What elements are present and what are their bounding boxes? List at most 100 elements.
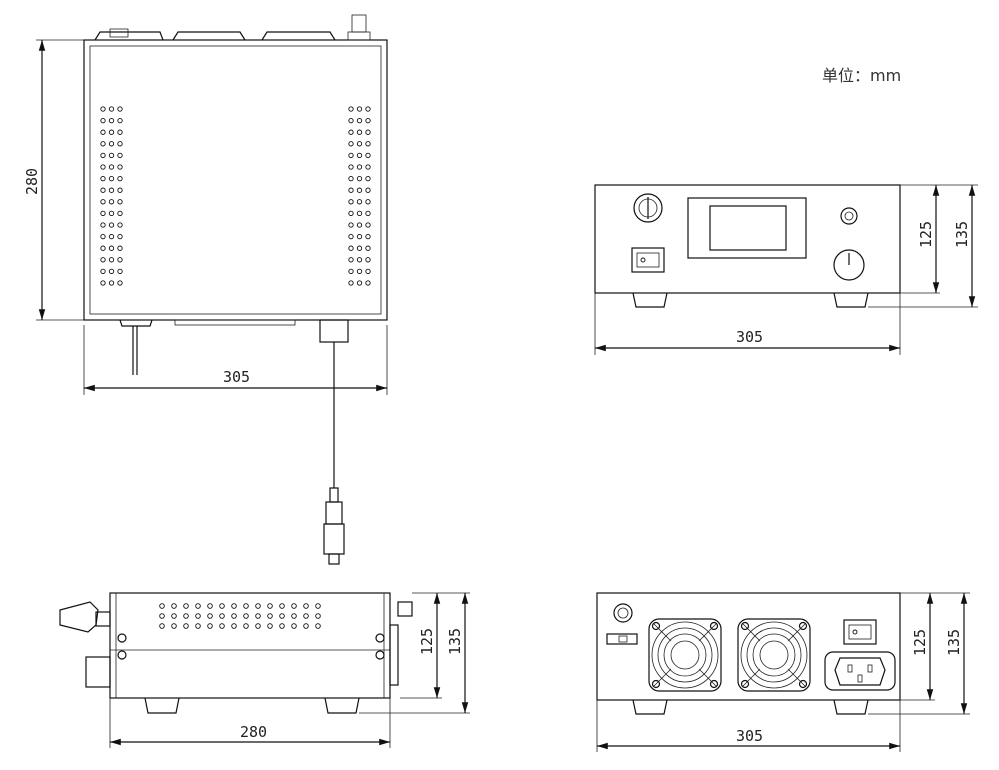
vent-hole (356, 257, 363, 263)
vent-hole (365, 152, 371, 159)
vent-hole (207, 623, 213, 629)
vent-hole (348, 187, 354, 193)
vent-hole (100, 257, 106, 263)
vent-hole (356, 245, 363, 251)
vent-hole (100, 268, 106, 275)
top-width-dim: 305 (223, 368, 250, 386)
vent-hole (365, 233, 371, 240)
vent-hole (183, 623, 189, 629)
vent-hole (108, 257, 115, 263)
fan-grille (648, 618, 722, 692)
vent-hole (348, 152, 354, 159)
vent-hole (348, 233, 354, 240)
side-depth-dim: 280 (240, 723, 267, 741)
vent-hole (108, 210, 115, 217)
vent-hole (117, 268, 123, 275)
vent-hole (108, 280, 115, 286)
vent-hole (207, 613, 213, 619)
vent-hole (171, 613, 177, 619)
vent-hole (356, 106, 363, 112)
vent-hole (365, 175, 371, 182)
vent-hole (100, 152, 106, 159)
vent-hole (365, 257, 371, 263)
vent-hole (291, 613, 297, 619)
vent-hole (243, 623, 249, 629)
vent-hole (117, 233, 123, 240)
vent-hole (117, 245, 123, 251)
vent-hole (356, 129, 363, 135)
vent-hole (315, 623, 321, 629)
vent-hole (100, 222, 106, 228)
vent-hole (171, 603, 177, 609)
vent-hole (348, 257, 354, 263)
vent-hole (108, 152, 115, 159)
vent-hole (100, 106, 106, 112)
vent-hole (100, 210, 106, 217)
vent-hole (117, 187, 123, 193)
vent-hole (356, 117, 363, 124)
vent-hole (108, 141, 115, 147)
vent-hole (356, 280, 363, 286)
vent-hole (100, 233, 106, 240)
vent-hole (108, 222, 115, 228)
top-view: 305 280 (23, 14, 388, 565)
vent-hole (303, 603, 309, 609)
vent-hole (315, 613, 321, 619)
vent-hole (279, 613, 285, 619)
vent-hole (195, 623, 201, 629)
vent-hole (348, 175, 354, 182)
vent-hole (356, 268, 363, 275)
rear-height-total-dim: 135 (945, 629, 963, 656)
vent-hole (365, 268, 371, 275)
vent-hole (279, 603, 285, 609)
vent-hole (100, 175, 106, 182)
vent-hole (100, 280, 106, 286)
vent-hole (231, 623, 237, 629)
vent-hole (159, 623, 165, 629)
vent-hole (108, 245, 115, 251)
vent-hole (117, 129, 123, 135)
vent-hole (108, 199, 115, 205)
vent-hole (348, 268, 354, 275)
vent-hole (243, 613, 249, 619)
vent-hole (100, 164, 106, 170)
vent-hole (100, 129, 106, 135)
vent-hole (365, 117, 371, 124)
vent-hole (365, 210, 371, 217)
vent-hole (117, 117, 123, 124)
rear-view: 125 135 305 (596, 592, 970, 752)
rear-height-body-dim: 125 (911, 629, 929, 656)
vent-hole (348, 222, 354, 228)
vent-hole (348, 245, 354, 251)
vent-hole (365, 129, 371, 135)
front-height-body-dim: 125 (917, 221, 935, 248)
vent-hole (356, 222, 363, 228)
vent-hole (255, 603, 261, 609)
vent-hole (365, 222, 371, 228)
vent-hole (365, 106, 371, 112)
vent-hole (108, 129, 115, 135)
vent-hole (195, 613, 201, 619)
vent-hole (365, 199, 371, 205)
vent-hole (100, 141, 106, 147)
vent-hole (348, 280, 354, 286)
vent-hole (108, 175, 115, 182)
vent-hole (255, 613, 261, 619)
vent-hole (255, 623, 261, 629)
vent-hole (348, 210, 354, 217)
vent-hole (108, 233, 115, 240)
vent-hole (195, 603, 201, 609)
side-height-body-dim: 125 (418, 628, 436, 655)
vent-hole (117, 164, 123, 170)
vent-hole (365, 245, 371, 251)
vent-hole (348, 129, 354, 135)
vent-hole (365, 141, 371, 147)
front-height-total-dim: 135 (953, 221, 971, 248)
vent-hole (356, 187, 363, 193)
vent-hole (108, 117, 115, 124)
vent-hole (117, 257, 123, 263)
vent-hole (356, 152, 363, 159)
vent-hole (267, 623, 273, 629)
vent-hole (108, 187, 115, 193)
